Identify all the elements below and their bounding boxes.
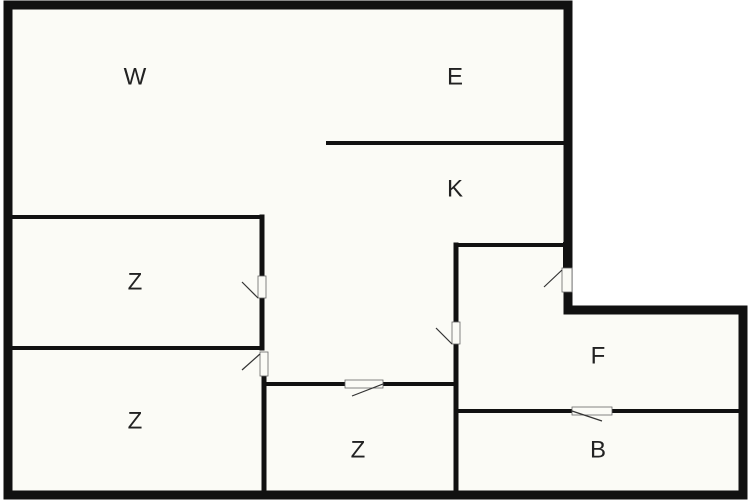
door-entrance xyxy=(561,267,573,293)
door-entrance-swing xyxy=(543,269,563,288)
room-label-bedroom-1: Z xyxy=(128,268,143,295)
room-label-bedroom-2: Z xyxy=(128,407,143,434)
floor-area xyxy=(8,8,743,492)
door-foyer-hall xyxy=(451,321,461,345)
room-label-east: E xyxy=(447,63,463,90)
door-bedroom2 xyxy=(259,351,269,377)
room-label-bedroom-3: Z xyxy=(351,436,366,463)
room-label-living: W xyxy=(124,63,147,90)
door-bedroom2-swing xyxy=(241,353,261,371)
door-bedroom1-swing xyxy=(241,281,259,299)
door-bedroom3-swing xyxy=(351,383,384,397)
door-bathroom xyxy=(571,406,613,416)
outer-wall xyxy=(3,0,748,500)
room-label-bathroom: B xyxy=(590,436,606,463)
room-label-foyer: F xyxy=(591,342,606,369)
room-label-kitchen: K xyxy=(447,175,463,202)
door-bathroom-swing xyxy=(571,410,603,422)
door-foyer-hall-swing xyxy=(435,327,453,345)
door-bedroom1 xyxy=(257,275,267,299)
